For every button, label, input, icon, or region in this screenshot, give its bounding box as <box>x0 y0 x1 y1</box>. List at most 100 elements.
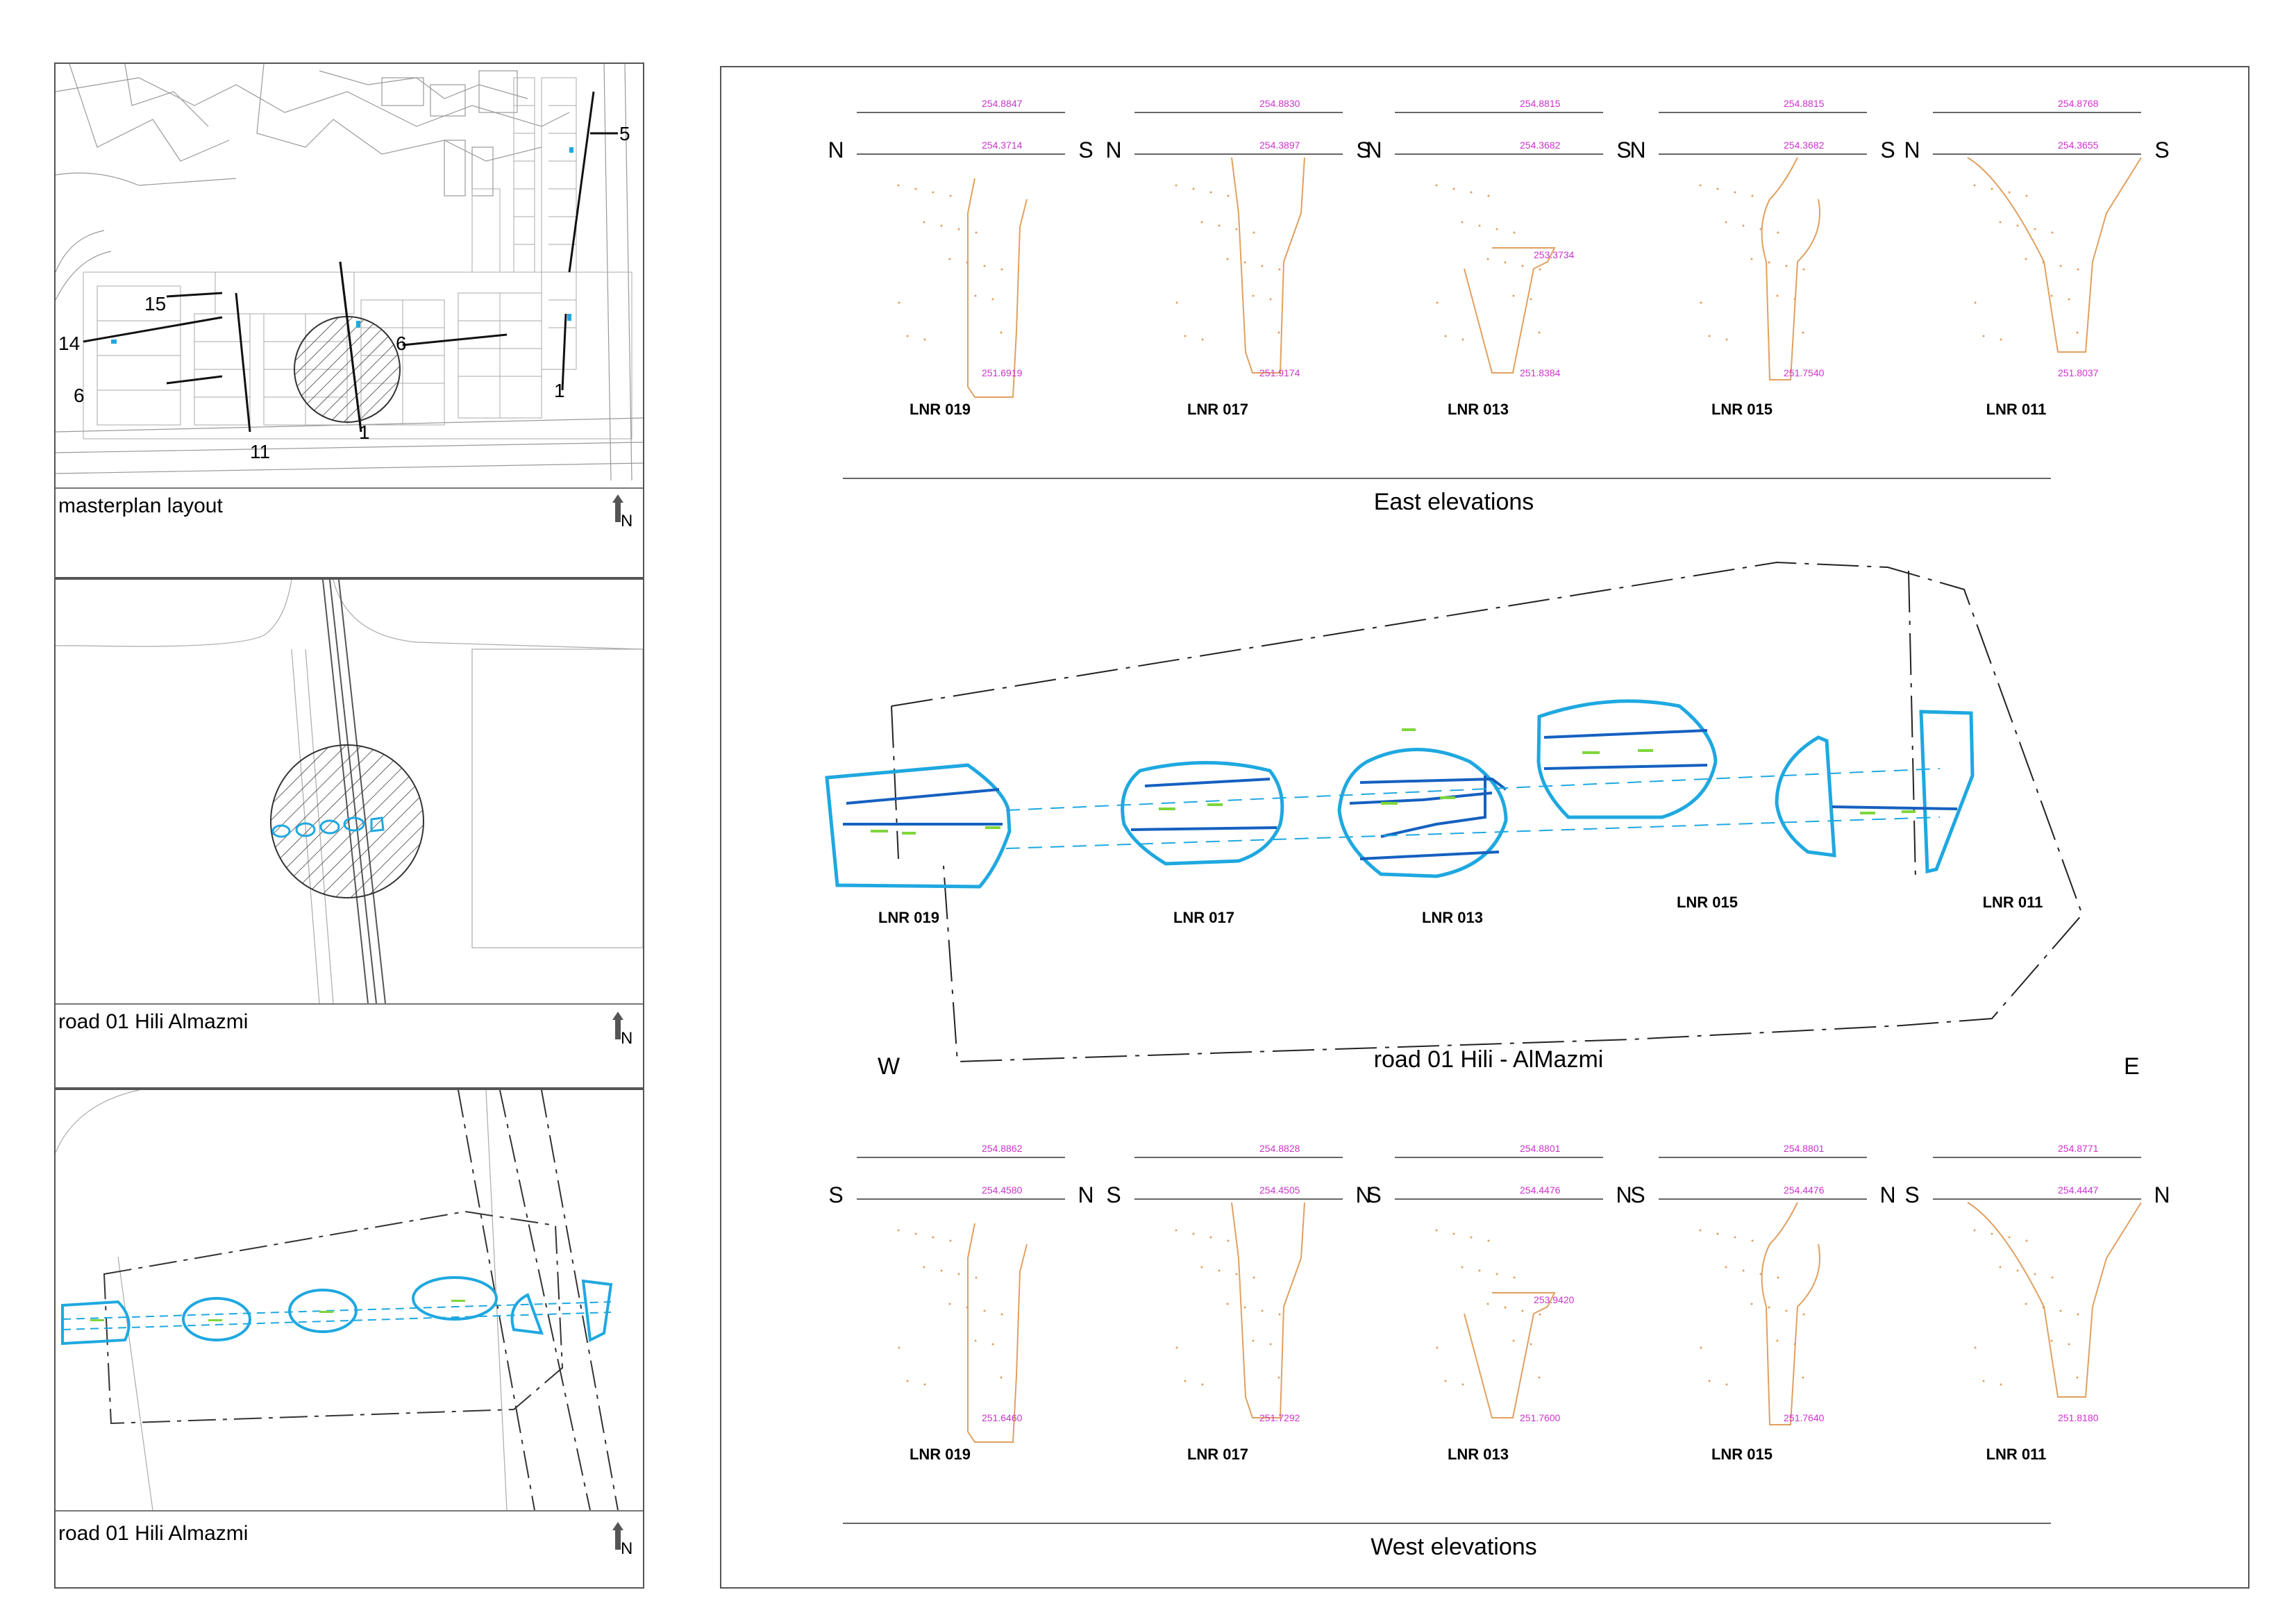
survey-point <box>1734 191 1736 194</box>
svg-text:N: N <box>621 1539 632 1555</box>
survey-point <box>1700 301 1702 304</box>
survey-point <box>1716 187 1719 190</box>
east-elevations-title: East elevations <box>1374 489 1534 515</box>
bottom-elevation-label: 251.8180 <box>2058 1412 2099 1423</box>
survey-point <box>1504 1306 1507 1309</box>
section-name-label: LNR 013 <box>1448 401 1509 418</box>
plan-west-label: W <box>878 1053 900 1080</box>
dir-left-label: N <box>828 137 844 162</box>
section-name-label: LNR 011 <box>1986 1446 2047 1463</box>
survey-point <box>1750 258 1753 260</box>
survey-point <box>2077 1313 2079 1316</box>
survey-point <box>2076 331 2079 334</box>
bottom-elevation-label: 251.6919 <box>982 367 1023 378</box>
survey-point <box>1699 1229 1702 1232</box>
dir-left-label: N <box>1366 137 1382 162</box>
survey-point <box>1802 268 1805 271</box>
plan-view: LNR 019 LNR 017 LNR 013 LNR 015 LNR 011 … <box>825 561 2140 1080</box>
survey-point <box>923 1266 925 1269</box>
top-elevation-label: 254.8801 <box>1784 1143 1825 1154</box>
section-outline <box>1231 157 1305 374</box>
dir-right-label: S <box>1616 137 1631 162</box>
survey-point <box>1226 1303 1229 1305</box>
section-name-label: LNR 015 <box>1711 1446 1773 1463</box>
survey-point <box>1200 1266 1203 1269</box>
survey-point <box>1751 1239 1754 1242</box>
survey-point <box>914 1232 917 1235</box>
survey-point <box>2000 338 2002 341</box>
survey-point <box>1278 1313 1281 1316</box>
survey-point <box>1725 1383 1728 1386</box>
survey-point <box>2008 191 2011 194</box>
survey-point <box>1209 191 1212 194</box>
dir-left-label: S <box>1904 1182 1919 1207</box>
mp-label-15: 15 <box>144 293 166 315</box>
survey-point <box>1461 1266 1464 1269</box>
survey-point <box>1486 1303 1489 1305</box>
survey-point <box>1192 187 1195 190</box>
survey-point <box>1699 184 1702 187</box>
survey-point <box>1530 1343 1532 1346</box>
survey-point <box>1435 184 1438 187</box>
section-outline <box>1231 1202 1305 1418</box>
survey-point <box>1278 268 1281 271</box>
survey-point <box>991 298 994 301</box>
survey-point <box>2016 224 2019 227</box>
survey-point <box>966 1306 969 1309</box>
dir-right-label: N <box>1355 1182 1371 1207</box>
dir-right-label: S <box>1078 137 1093 162</box>
survey-point <box>2059 1309 2062 1312</box>
bottom-elevation-label: 251.9174 <box>1259 367 1300 378</box>
survey-point <box>898 301 900 304</box>
top-elevation-label: 254.8830 <box>1259 98 1300 109</box>
north-arrow-icon: N <box>612 1522 632 1555</box>
survey-point <box>1235 1273 1238 1275</box>
survey-point <box>2051 1276 2054 1279</box>
bottom-elevation-label: 251.7640 <box>1784 1412 1825 1423</box>
survey-point <box>2034 1273 2036 1275</box>
survey-point <box>1513 231 1516 234</box>
survey-point <box>1436 301 1439 304</box>
survey-point <box>1192 1232 1195 1235</box>
mp-label-6b: 6 <box>396 333 407 354</box>
survey-point <box>975 1276 978 1279</box>
plan-label-lnr015: LNR 015 <box>1677 894 1738 911</box>
mp-label-1a: 1 <box>359 421 370 443</box>
section-name-label: LNR 011 <box>1986 401 2047 418</box>
top-elevation-label: 254.8768 <box>2058 98 2099 109</box>
survey-point <box>897 1229 900 1232</box>
survey-point <box>1973 1229 1976 1232</box>
survey-point <box>898 1346 900 1349</box>
survey-point <box>1209 1236 1212 1239</box>
survey-point <box>1235 228 1238 231</box>
survey-point <box>1461 338 1464 341</box>
survey-point <box>1776 1339 1779 1342</box>
survey-point <box>1470 191 1473 194</box>
survey-point <box>2051 231 2054 234</box>
plan-label-lnr011: LNR 011 <box>1983 894 2043 911</box>
survey-point <box>2068 298 2070 301</box>
survey-point <box>1470 1236 1473 1239</box>
survey-point <box>991 1343 994 1346</box>
survey-point <box>1495 1273 1498 1275</box>
mp-label-5: 5 <box>619 123 630 144</box>
bottom-elevation-label: 251.8384 <box>1520 367 1561 378</box>
dir-right-label: S <box>1880 137 1895 162</box>
survey-point <box>1201 338 1204 341</box>
survey-point <box>1785 265 1788 267</box>
road-zoom-drawing <box>56 580 643 1003</box>
survey-point <box>1243 1306 1246 1309</box>
survey-point <box>974 294 977 297</box>
dir-left-label: S <box>1366 1182 1381 1207</box>
survey-point <box>1708 1380 1711 1382</box>
survey-point <box>932 1236 935 1239</box>
mid-elevation-label: 254.3655 <box>2058 140 2099 151</box>
survey-point <box>966 261 969 264</box>
survey-point <box>897 184 900 187</box>
bottom-elevation-label: 251.7600 <box>1520 1412 1561 1423</box>
masterplan-panel: 5 15 14 6 6 1 1 11 masterplan layout N <box>54 62 644 578</box>
